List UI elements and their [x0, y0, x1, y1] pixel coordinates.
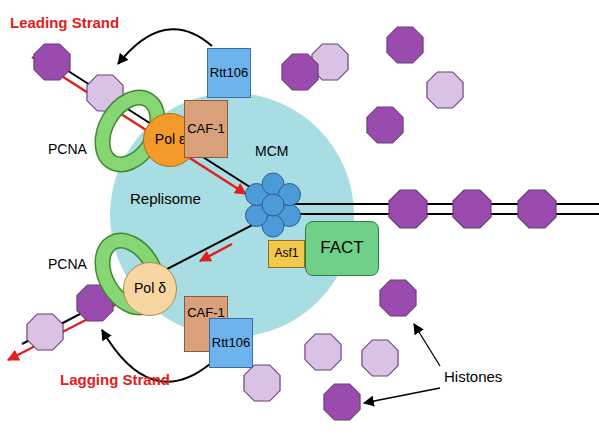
histone-octamer	[282, 54, 318, 90]
histone-octamer	[27, 314, 63, 350]
node-text: Asf1	[274, 247, 298, 260]
mcm-hexamer-shape	[245, 170, 301, 240]
histone-octamer	[305, 334, 341, 370]
histone-octamer	[367, 107, 403, 143]
histone-octamer	[324, 384, 360, 420]
histone-octamer	[453, 190, 491, 228]
strand-label: Lagging Strand	[60, 371, 170, 388]
node-text: PCNA	[48, 142, 87, 157]
histone-octamer	[518, 190, 556, 228]
polymerase-circle: Pol δ	[123, 262, 177, 316]
node-text: FACT	[320, 239, 363, 258]
node-text: MCM	[255, 144, 288, 159]
leader-arrow	[414, 324, 440, 366]
protein-box: FACT	[305, 221, 379, 276]
deposition-arrow	[118, 29, 212, 64]
pcna-ring: PCNAPol ε	[92, 85, 168, 177]
node-text: Rtt106	[212, 336, 250, 350]
histone-octamer	[387, 27, 423, 63]
leader-arrow	[364, 388, 440, 403]
histone-octamer	[389, 190, 427, 228]
mcm-helicase: MCM	[245, 170, 301, 240]
histone-octamer	[380, 280, 416, 316]
protein-box: CAF-1	[184, 100, 228, 158]
node-text: PCNA	[48, 257, 87, 272]
histone-octamer	[362, 340, 398, 376]
protein-box: Asf1	[268, 240, 305, 268]
callout-label: Histones	[444, 368, 502, 385]
pcna-ring: PCNAPol δ	[92, 228, 168, 320]
protein-box: Rtt106	[209, 318, 253, 368]
node-text: Rtt106	[210, 66, 248, 80]
node-text: Pol δ	[134, 281, 166, 296]
histone-octamer	[244, 365, 280, 401]
strand-label: Leading Strand	[10, 14, 119, 31]
protein-box: Rtt106	[207, 48, 251, 98]
node-text: Replisome	[130, 191, 201, 208]
histone-octamer	[34, 44, 70, 80]
histone-octamer	[427, 72, 463, 108]
node-text: CAF-1	[187, 122, 225, 136]
node-text: Pol ε	[155, 132, 185, 147]
